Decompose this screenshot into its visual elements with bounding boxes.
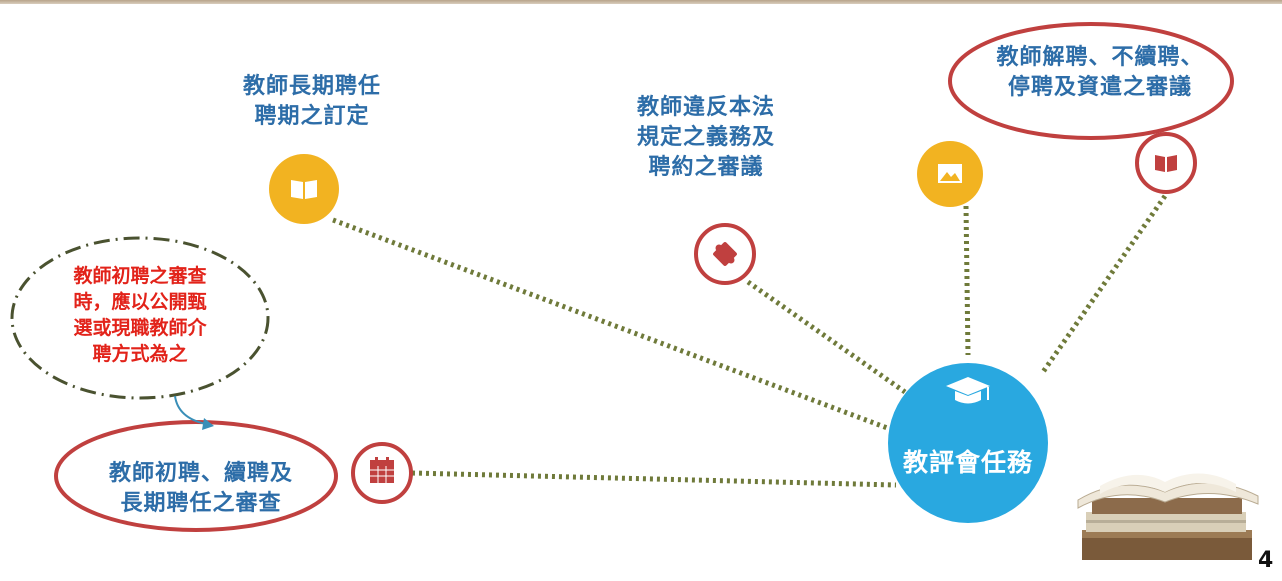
book-icon [291, 180, 317, 199]
task-label-initial-appointment: 教師初聘、續聘及 長期聘任之審查 [108, 461, 293, 516]
calendar-icon [370, 457, 394, 483]
books-illustration [1077, 473, 1259, 560]
puzzle-icon [713, 242, 737, 266]
highlight-ellipse [948, 22, 1234, 140]
connector-line [746, 279, 907, 395]
note-arrowhead [202, 418, 214, 430]
connector-line [1040, 194, 1168, 374]
connector-line [332, 217, 899, 435]
connector-line [411, 470, 897, 488]
node-violation [694, 223, 756, 285]
connector-line [963, 205, 971, 356]
node-initial-appointment [351, 442, 413, 504]
image-icon [938, 164, 962, 183]
graduation-cap-icon [946, 377, 990, 404]
task-label-violation: 教師違反本法 規定之義務及 聘約之審議 [636, 95, 775, 180]
center-title: 教評會任務 [902, 448, 1033, 477]
top-border [0, 0, 1282, 4]
center-node [888, 363, 1048, 523]
page-number: 4 [1258, 548, 1274, 573]
task-label-long-term: 教師長期聘任 聘期之訂定 [242, 74, 381, 129]
note-ellipse [10, 236, 270, 400]
note-text: 教師初聘之審查 時，應以公開甄 選或現職教師介 聘方式為之 [73, 265, 207, 365]
node-long-term [269, 154, 339, 224]
node-dismissal [1135, 132, 1197, 194]
note-arrow [174, 395, 207, 425]
book-icon [1155, 155, 1177, 172]
task-label-dismissal: 教師解聘、不續聘、 停聘及資遣之審議 [996, 45, 1204, 100]
node-image [917, 141, 983, 207]
